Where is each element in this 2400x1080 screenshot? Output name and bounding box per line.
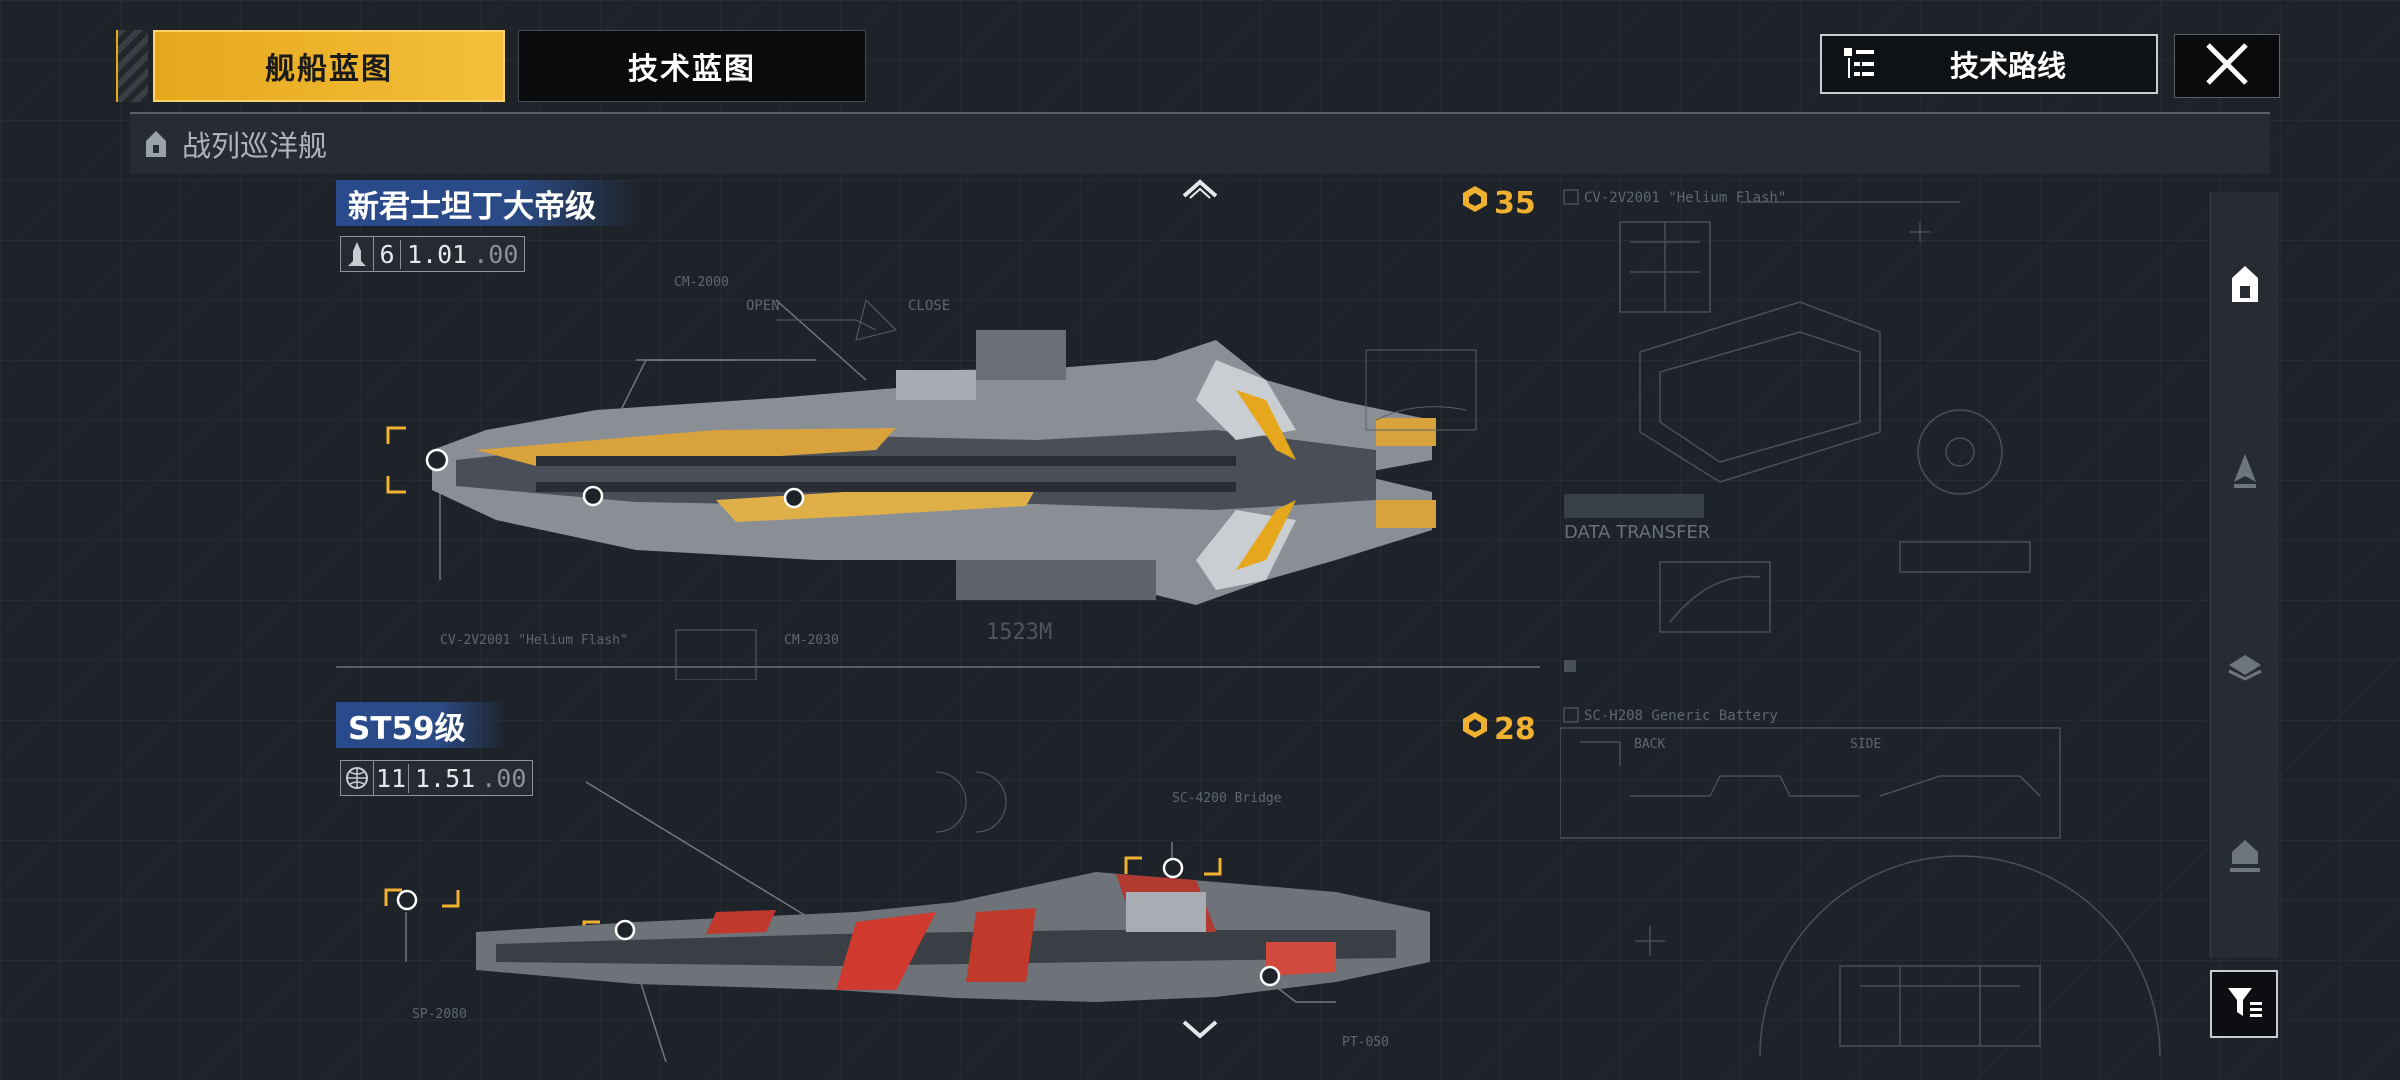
tech-route-button[interactable]: 技术路线 (1820, 34, 2158, 94)
callout-cm2030: CM-2030 (784, 633, 839, 648)
ship-level: 11 (374, 763, 409, 793)
ship-name-tag: ST59级 (336, 702, 506, 748)
carrier-icon (2228, 836, 2262, 880)
close-icon (2204, 41, 2250, 91)
data-transfer-label: DATA TRANSFER (1564, 522, 1710, 543)
ship-stats: 6 1.01 .00 (340, 236, 526, 272)
side-label: SIDE (1850, 737, 1881, 752)
category-label: 战列巡洋舰 (182, 129, 328, 163)
callout-sp2080: SP-2080 (412, 1007, 467, 1022)
category-bar[interactable]: 战列巡洋舰 (130, 112, 2270, 174)
ship-card-2[interactable]: ST59级 11 1.51 .00 28 (336, 702, 1540, 1062)
sidebar-item-frigate[interactable] (2225, 648, 2265, 688)
sidebar-item-carrier[interactable] (2225, 838, 2265, 878)
ship-name: ST59级 (348, 710, 466, 747)
tab-notch-decoration (118, 30, 148, 102)
ship-stat-main: 1.51 (415, 763, 476, 793)
back-label: BACK (1634, 737, 1665, 752)
globe-icon (341, 761, 374, 795)
blueprint-panel-2: SC-H208 Generic Battery BACK SIDE (1559, 706, 2180, 1057)
tech-tree-icon (1840, 44, 1880, 84)
callout-pt050: PT-050 (1342, 1035, 1389, 1050)
ship-length: 1523M (986, 620, 1053, 645)
blueprint-title: CV-2V2001 "Helium Flash" (1584, 190, 1786, 206)
ship-level: 6 (374, 239, 401, 269)
ship-card-1[interactable]: 新君士坦丁大帝级 6 1.01 .00 35 (336, 180, 1540, 680)
battery-title: SC-H208 Generic Battery (1584, 708, 1778, 724)
ship-illustration-2: SC-4200 Bridge SP-2080 PT-050 (384, 771, 1430, 1062)
ship-cost: 35 (1460, 184, 1536, 222)
ship-name-tag: 新君士坦丁大帝级 (336, 180, 636, 226)
ship-illustration-1: OPEN CLOSE CM-2000 CV-2V2001 "Helium Fla… (386, 275, 1477, 680)
ship-stat-main: 1.01 (407, 239, 468, 269)
ship-type-sidebar (2210, 192, 2279, 958)
tab-ship-blueprint-label: 舰船蓝图 (265, 52, 393, 87)
scroll-up-icon[interactable] (1180, 176, 1220, 204)
tab-ship-blueprint[interactable]: 舰船蓝图 (153, 30, 505, 102)
callout-open: OPEN (746, 298, 780, 314)
ship-name: 新君士坦丁大帝级 (348, 188, 596, 225)
filter-icon (2224, 982, 2264, 1026)
frigate-icon (2227, 651, 2263, 685)
close-button[interactable] (2174, 34, 2280, 98)
tech-route-label: 技术路线 (1949, 49, 2066, 83)
sidebar-item-destroyer[interactable] (2225, 454, 2265, 494)
battlecruiser-icon (144, 129, 168, 159)
sidebar-item-battlecruiser[interactable] (2225, 266, 2265, 306)
callout-cm2000: CM-2000 (674, 275, 729, 290)
blueprint-panel-1: CV-2V2001 "Helium Flash" DATA TRANSFER (1560, 182, 2180, 672)
tab-tech-blueprint[interactable]: 技术蓝图 (518, 30, 866, 102)
ship-cost: 28 (1460, 710, 1536, 748)
cost-icon (1460, 710, 1490, 748)
ship-icon (341, 237, 374, 271)
cost-value: 28 (1494, 711, 1536, 747)
cost-value: 35 (1494, 185, 1536, 221)
filter-button[interactable] (2210, 970, 2278, 1038)
callout-bridge: SC-4200 Bridge (1172, 791, 1282, 806)
callout-helium: CV-2V2001 "Helium Flash" (440, 633, 628, 648)
callout-close: CLOSE (908, 298, 950, 314)
tab-tech-blueprint-label: 技术蓝图 (628, 52, 756, 87)
destroyer-icon (2230, 452, 2260, 496)
cost-icon (1460, 184, 1490, 222)
scroll-down-icon[interactable] (1180, 1018, 1220, 1046)
ship-stats: 11 1.51 .00 (340, 760, 534, 796)
battlecruiser-icon (2230, 264, 2260, 308)
ship-stat-sub: .00 (473, 239, 519, 269)
ship-stat-sub: .00 (481, 763, 527, 793)
length-ruler (336, 666, 1540, 668)
